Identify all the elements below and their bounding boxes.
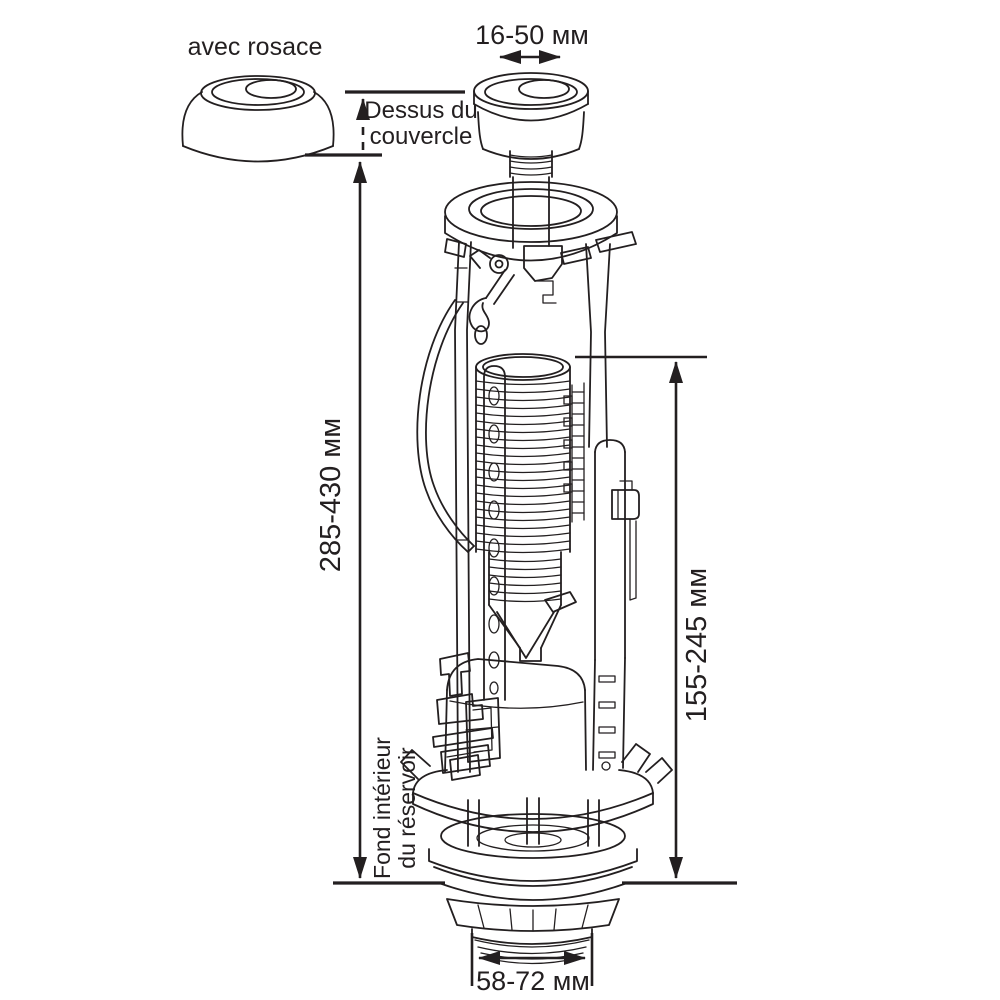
perforated-strip-drawing bbox=[483, 365, 506, 701]
label-fond-interieur: Fond intérieur bbox=[369, 737, 395, 879]
rosette-cap-drawing bbox=[181, 75, 335, 163]
label-dessus-du: Dessus du bbox=[364, 97, 477, 124]
ratchet-strip-drawing bbox=[563, 382, 585, 523]
valve-body-drawing bbox=[432, 652, 587, 774]
label-couvercle: couvercle bbox=[370, 123, 473, 150]
dim-overflow-height-label: 155-245 мм bbox=[681, 568, 713, 722]
lock-nut-drawing bbox=[446, 898, 620, 932]
push-button-drawing bbox=[473, 72, 589, 160]
bottom-flange-drawing bbox=[400, 743, 673, 833]
dim-button-width-label: 16-50 мм bbox=[475, 20, 589, 50]
overflow-tube-drawing bbox=[592, 439, 640, 771]
top-flange-drawing bbox=[444, 181, 637, 265]
dimension-lines bbox=[305, 50, 737, 986]
hook-chain-drawing bbox=[468, 297, 490, 345]
actuator-band-drawing bbox=[416, 299, 475, 553]
button-stem-drawing bbox=[509, 150, 553, 249]
label-du-reservoir: du réservoir bbox=[394, 747, 420, 869]
valve-seat-drawing bbox=[440, 797, 626, 859]
dim-total-height-label: 285-430 мм bbox=[315, 418, 347, 572]
dim-base-diameter-label: 58-72 мм bbox=[476, 966, 590, 996]
flush-lever-drawing bbox=[469, 245, 563, 305]
telescopic-tube-drawing bbox=[475, 353, 577, 662]
label-avec-rosace: avec rosace bbox=[188, 33, 323, 61]
gasket-rings-drawing bbox=[428, 848, 638, 901]
